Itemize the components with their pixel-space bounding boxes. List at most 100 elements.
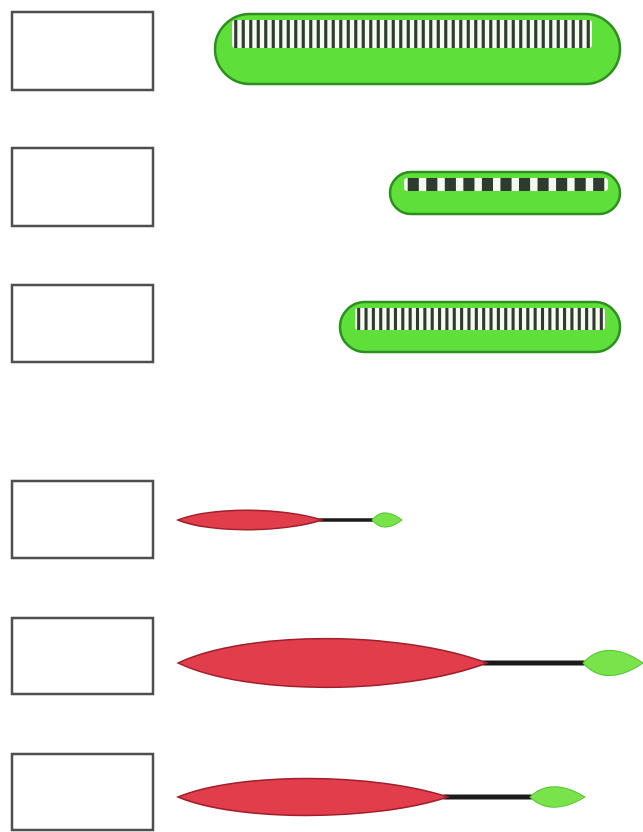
comb-tooth (369, 20, 373, 48)
comb-tooth (467, 308, 471, 330)
comb-tooth (599, 308, 603, 330)
comb-tooth (540, 308, 545, 330)
comb-tooth (537, 178, 549, 191)
answer-box-frame[interactable] (10, 146, 155, 228)
comb-tooth (444, 178, 456, 191)
comb-tooth (489, 308, 493, 330)
comb-shape-2 (388, 170, 622, 216)
comb-tooth (286, 20, 290, 48)
comb-tooth (415, 308, 420, 330)
comb-tooth (504, 308, 508, 330)
comb-tooth (386, 308, 390, 330)
comb-tooth (541, 20, 545, 48)
comb-tooth (354, 20, 358, 48)
spindle-tip (529, 786, 586, 808)
comb-teeth (357, 308, 603, 330)
comb-tooth (518, 308, 522, 330)
shape-column (176, 12, 643, 817)
comb-tooth (444, 20, 448, 48)
comb-tooth (331, 20, 335, 48)
comb-tooth (474, 308, 478, 330)
comb-tooth (408, 308, 412, 330)
comb-tooth (339, 20, 343, 48)
answer-box-column (10, 10, 155, 832)
comb-tooth (555, 308, 559, 330)
comb-tooth (264, 20, 268, 48)
comb-shape-1 (213, 12, 622, 86)
comb-tooth (309, 20, 313, 48)
comb-tooth (481, 178, 494, 191)
comb-tooth (241, 20, 245, 48)
comb-tooth (459, 20, 463, 48)
comb-tooth (430, 308, 434, 330)
comb-tooth (376, 20, 380, 48)
comb-tooth (384, 20, 388, 48)
spindle-shape-4 (176, 509, 403, 531)
comb-tooth (556, 178, 568, 191)
comb-tooth (526, 308, 530, 330)
comb-tooth (407, 178, 419, 191)
comb-band (355, 308, 605, 330)
comb-tooth (256, 20, 260, 48)
answer-box-frame[interactable] (10, 616, 155, 696)
comb-tooth (279, 20, 283, 48)
comb-tooth (401, 308, 405, 330)
comb-tooth (460, 308, 464, 330)
comb-tooth (445, 308, 449, 330)
comb-tooth (592, 308, 596, 330)
comb-tooth (399, 20, 403, 48)
comb-tooth (574, 178, 586, 191)
answer-box-frame[interactable] (10, 283, 155, 364)
comb-tooth (406, 20, 410, 48)
answer-box-5[interactable] (10, 616, 155, 696)
comb-tooth (463, 178, 475, 191)
comb-tooth (489, 20, 493, 48)
answer-box-6[interactable] (10, 752, 155, 832)
comb-tooth (504, 20, 508, 48)
comb-tooth (436, 20, 440, 48)
comb-tooth (511, 308, 515, 330)
comb-tooth (324, 20, 328, 48)
answer-box-frame[interactable] (10, 10, 155, 92)
comb-tooth (379, 308, 383, 330)
comb-tooth (249, 20, 253, 48)
comb-tooth (391, 20, 395, 48)
comb-shape-3 (338, 300, 622, 354)
comb-tooth (429, 20, 433, 48)
spindle-shape-5 (176, 637, 643, 689)
spindle-body (176, 637, 490, 689)
spindle-shape-6 (176, 777, 586, 817)
comb-tooth (577, 308, 581, 330)
comb-tooth (518, 178, 531, 191)
spindle-tip (582, 650, 643, 676)
comb-tooth (414, 20, 418, 48)
answer-box-3[interactable] (10, 283, 155, 364)
comb-tooth (563, 308, 567, 330)
comb-teeth (407, 178, 605, 191)
comb-tooth (556, 20, 560, 48)
answer-box-2[interactable] (10, 146, 155, 228)
comb-tooth (570, 308, 574, 330)
comb-tooth (361, 20, 365, 48)
comb-tooth (496, 308, 500, 330)
comb-tooth (423, 308, 427, 330)
answer-box-4[interactable] (10, 479, 155, 560)
comb-tooth (571, 20, 575, 48)
answer-box-frame[interactable] (10, 479, 155, 560)
comb-tooth (451, 20, 455, 48)
comb-tooth (500, 178, 512, 191)
comb-tooth (549, 20, 553, 48)
comb-tooth (452, 308, 456, 330)
comb-tooth (474, 20, 478, 48)
comb-band (232, 20, 592, 48)
spindle-body (176, 509, 325, 531)
comb-teeth (234, 20, 590, 48)
answer-box-frame[interactable] (10, 752, 155, 832)
comb-tooth (357, 308, 361, 330)
comb-tooth (364, 308, 368, 330)
comb-tooth (586, 20, 590, 48)
answer-box-1[interactable] (10, 10, 155, 92)
comb-tooth (519, 20, 523, 48)
comb-tooth (526, 20, 530, 48)
